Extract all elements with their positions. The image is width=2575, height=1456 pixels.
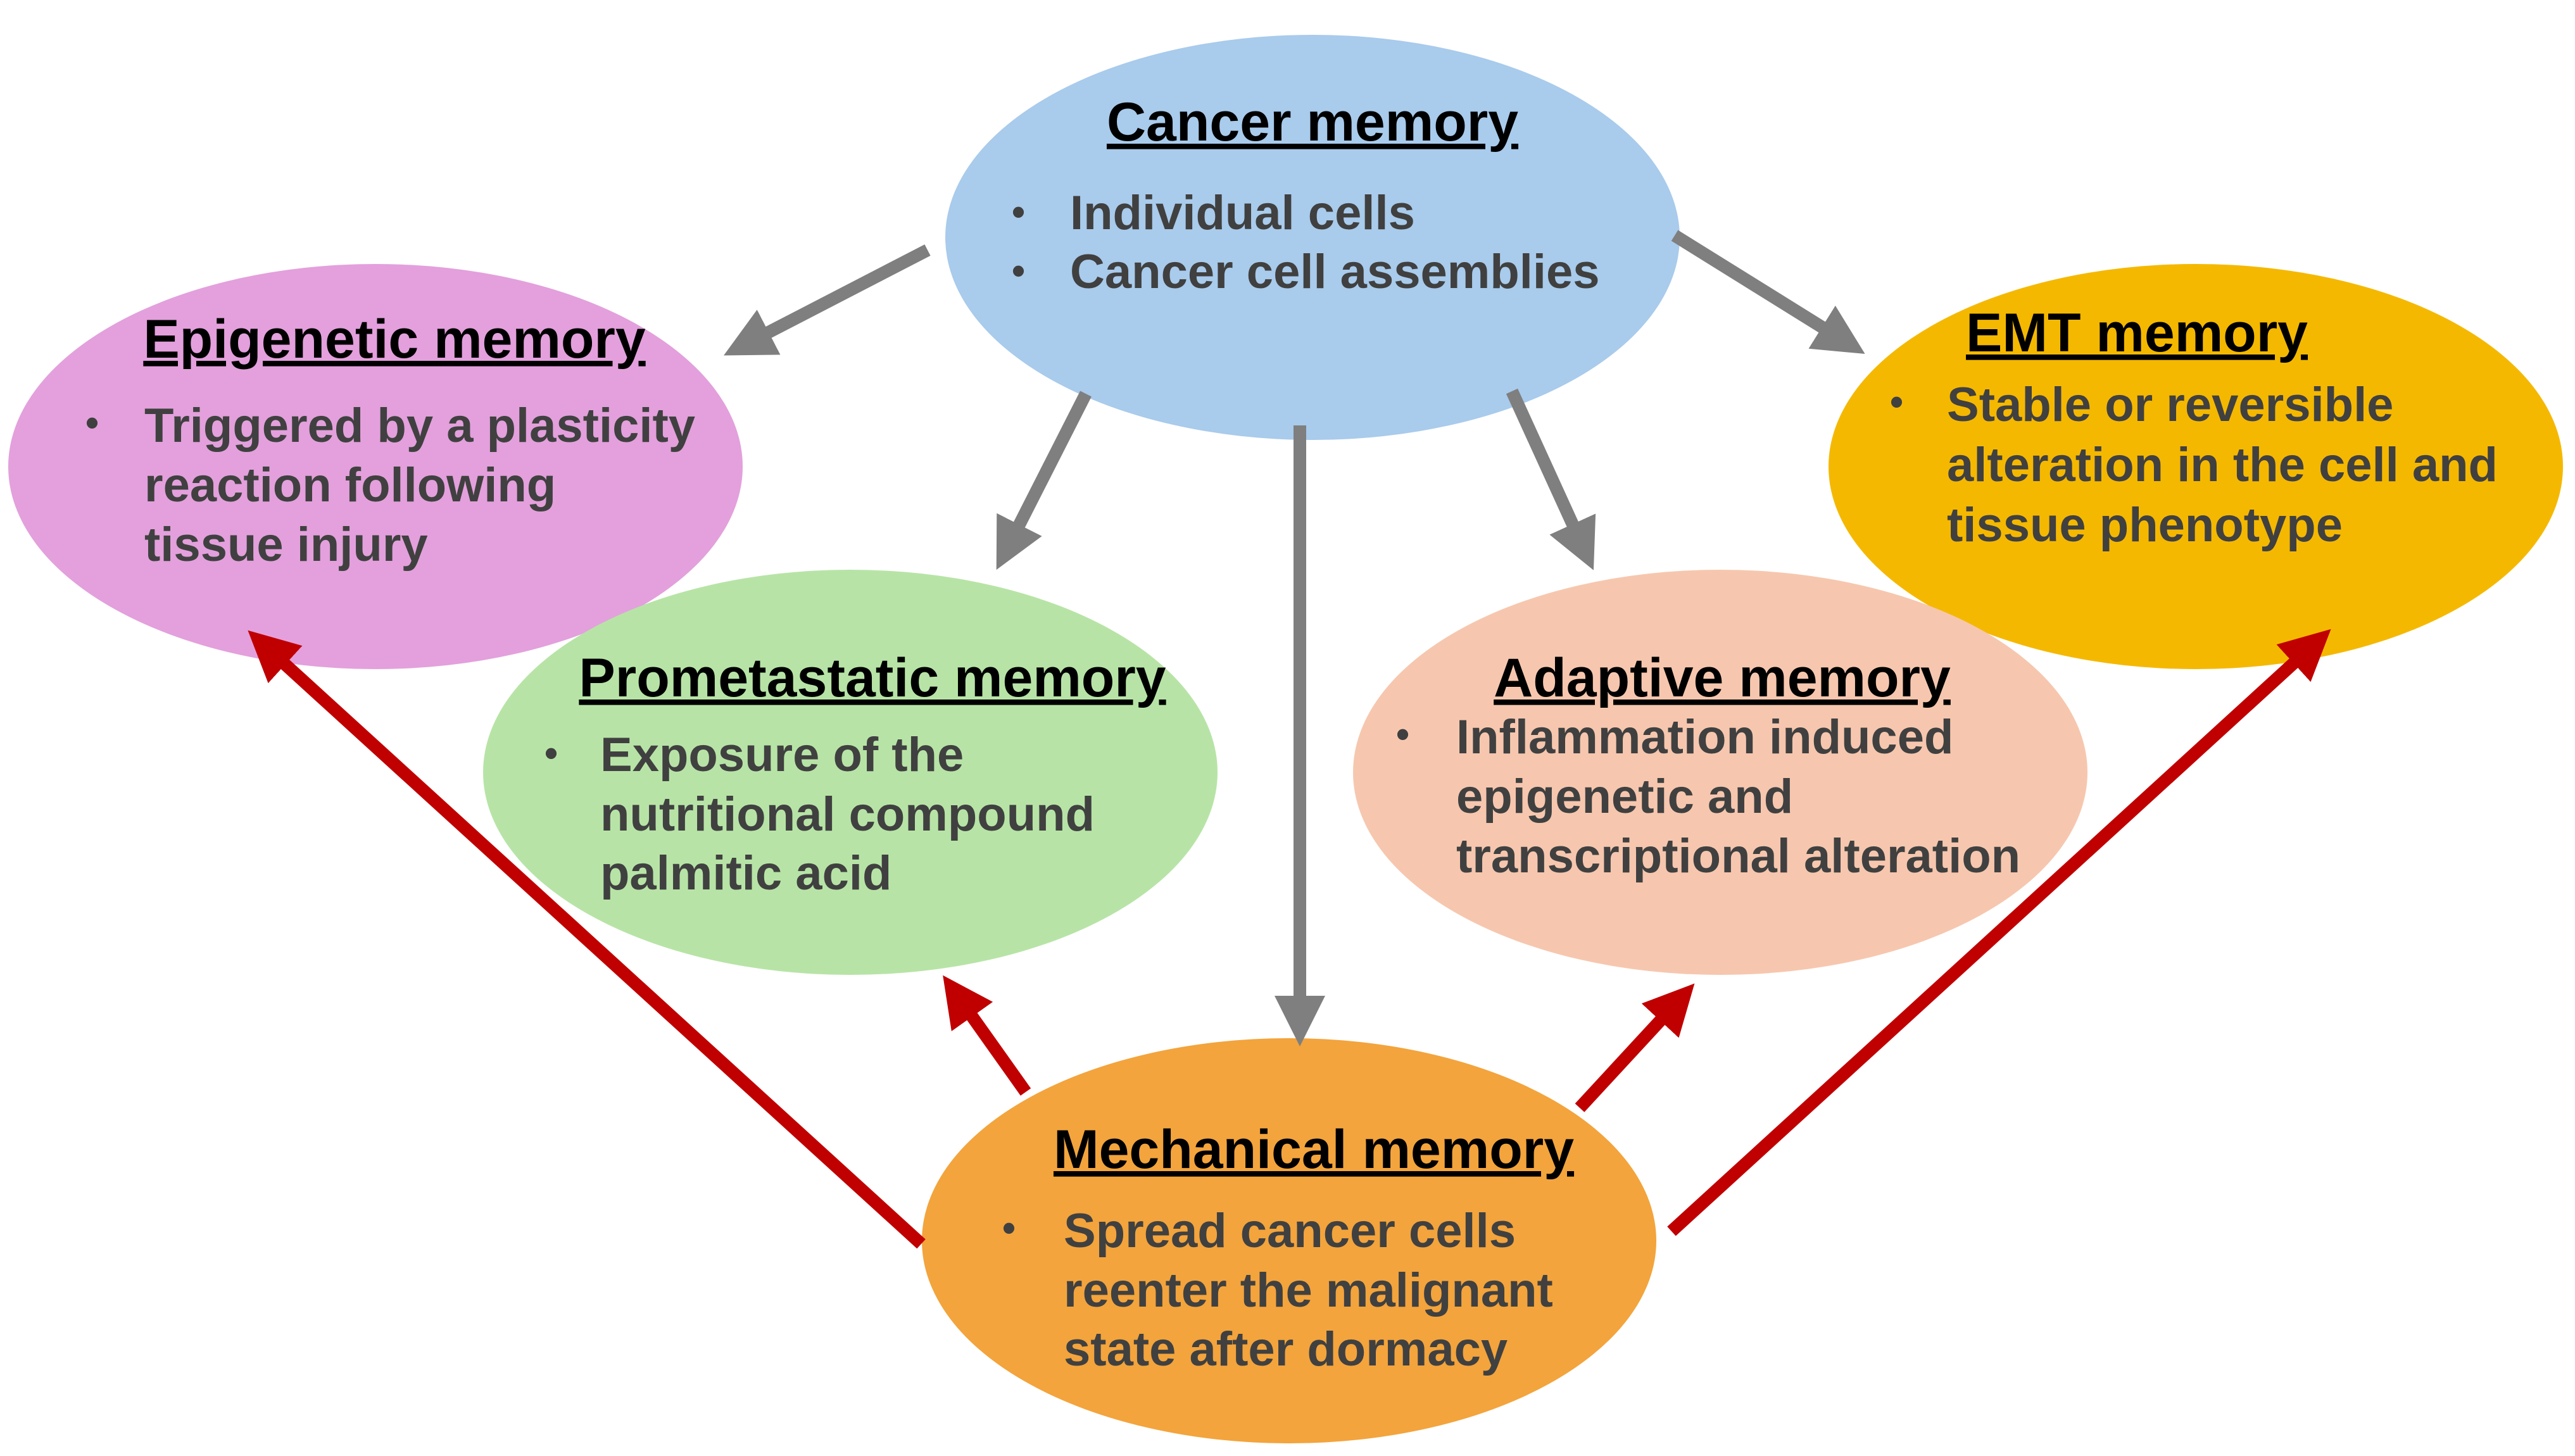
bullet: • xyxy=(1012,249,1025,292)
mechanical-memory-line-3: state after dormacy xyxy=(1064,1322,1508,1376)
node-prometastatic-memory xyxy=(483,570,1218,975)
cancer-memory-item-2: Cancer cell assemblies xyxy=(1070,245,1600,299)
arrow-cancer-to-prometastatic xyxy=(996,391,1092,570)
epigenetic-memory-line-1: Triggered by a plasticity xyxy=(144,399,695,453)
adaptive-memory-line-3: transcriptional alteration xyxy=(1456,829,2020,883)
arrow-cancer-to-epigenetic xyxy=(724,244,931,356)
node-emt-memory xyxy=(1829,264,2563,669)
arrow-mechanical-to-emt xyxy=(1667,629,2331,1236)
node-epigenetic-memory xyxy=(8,264,743,669)
mechanical-memory-title: Mechanical memory xyxy=(1054,1119,1574,1180)
prometastatic-memory-line-3: palmitic acid xyxy=(600,846,891,900)
cancer-memory-label: Cancer memory • Individual cells • Cance… xyxy=(1012,92,1600,299)
red-arrows xyxy=(248,629,2331,1249)
arrow-mechanical-to-prometastatic xyxy=(943,975,1031,1096)
node-cancer-memory xyxy=(945,35,1680,440)
epigenetic-memory-title: Epigenetic memory xyxy=(143,309,646,370)
node-mechanical-memory xyxy=(922,1038,1656,1443)
prometastatic-memory-line-1: Exposure of the xyxy=(600,728,964,782)
bullet: • xyxy=(1002,1207,1016,1249)
arrow-mechanical-to-epigenetic xyxy=(248,630,926,1249)
adaptive-memory-line-2: epigenetic and xyxy=(1456,770,1793,824)
epigenetic-memory-line-3: tissue injury xyxy=(144,518,428,572)
bullet: • xyxy=(1890,380,1903,423)
arrow-cancer-to-emt xyxy=(1671,230,1865,355)
cancer-memory-item-1: Individual cells xyxy=(1070,186,1415,240)
bullet: • xyxy=(545,732,558,774)
prometastatic-memory-label: Prometastatic memory • Exposure of the n… xyxy=(545,648,1166,900)
adaptive-memory-line-1: Inflammation induced xyxy=(1456,710,1953,764)
prometastatic-memory-title: Prometastatic memory xyxy=(579,648,1166,708)
prometastatic-memory-line-2: nutritional compound xyxy=(600,788,1095,841)
mechanical-memory-line-1: Spread cancer cells xyxy=(1064,1204,1516,1258)
mechanical-memory-label: Mechanical memory • Spread cancer cells … xyxy=(1002,1119,1574,1376)
node-adaptive-memory xyxy=(1353,570,2087,975)
arrow-mechanical-to-adaptive xyxy=(1575,983,1695,1112)
adaptive-memory-title: Adaptive memory xyxy=(1494,648,1951,708)
epigenetic-memory-line-2: reaction following xyxy=(144,458,556,512)
emt-memory-line-2: alteration in the cell and xyxy=(1947,438,2498,492)
cancer-memory-title: Cancer memory xyxy=(1107,92,1518,153)
epigenetic-memory-label: Epigenetic memory • Triggered by a plast… xyxy=(85,309,695,572)
emt-memory-label: EMT memory • Stable or reversible altera… xyxy=(1890,303,2498,552)
bullet: • xyxy=(1396,713,1409,755)
bullet: • xyxy=(1012,191,1025,233)
gray-arrows xyxy=(724,230,1865,1046)
emt-memory-title: EMT memory xyxy=(1966,303,2308,363)
mechanical-memory-line-2: reenter the malignant xyxy=(1064,1264,1553,1317)
adaptive-memory-label: Adaptive memory • Inflammation induced e… xyxy=(1396,648,2020,883)
emt-memory-line-3: tissue phenotype xyxy=(1947,498,2343,552)
bullet: • xyxy=(85,401,99,444)
arrow-cancer-to-adaptive xyxy=(1506,388,1596,570)
emt-memory-line-1: Stable or reversible xyxy=(1947,378,2393,432)
